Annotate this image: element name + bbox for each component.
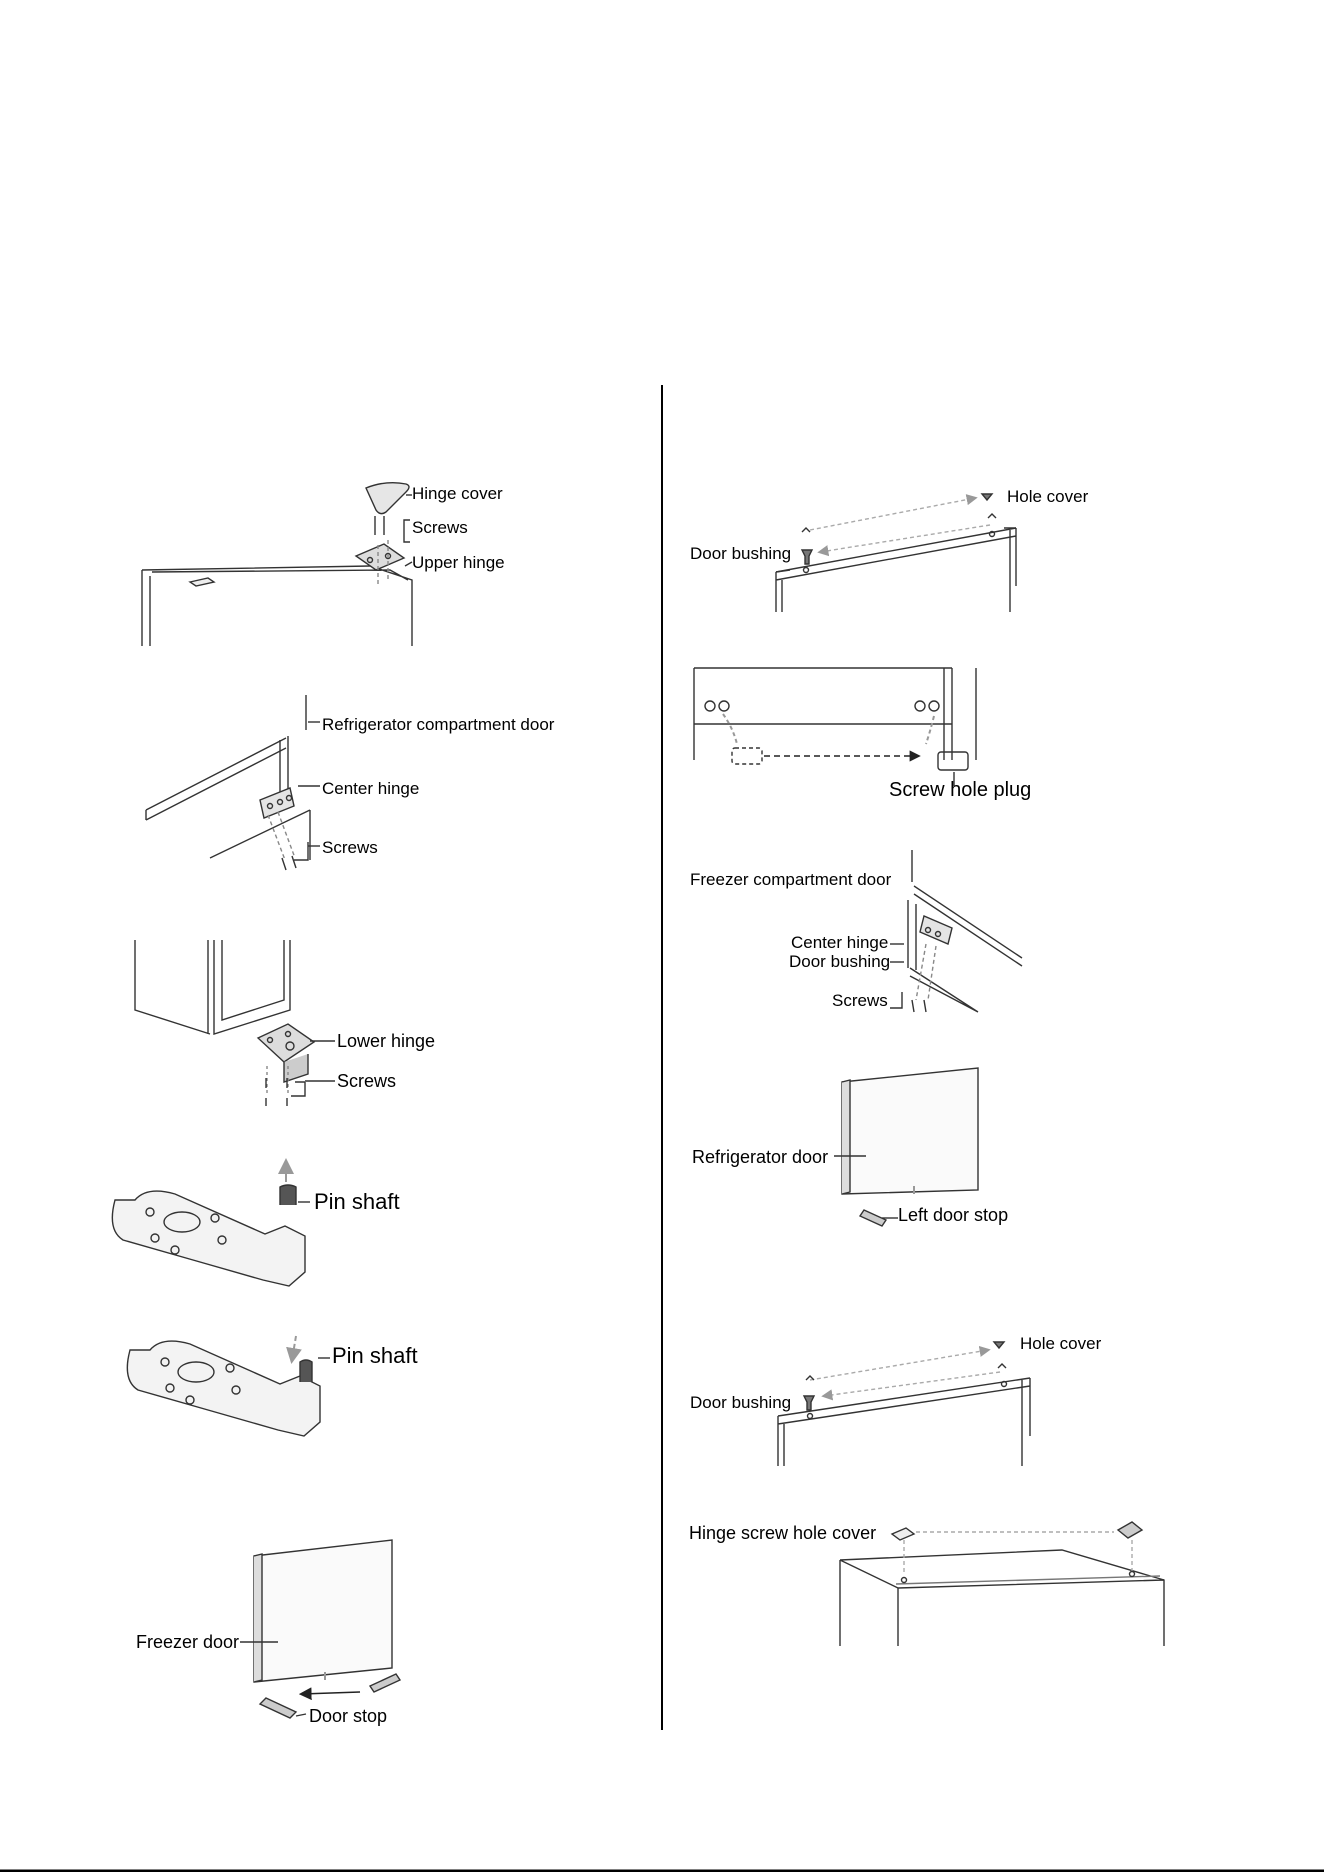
label-center-hinge: Center hinge: [791, 933, 889, 952]
label-door-bushing: Door bushing: [789, 952, 891, 971]
label-left-door-stop: Left door stop: [898, 1205, 1009, 1225]
figure-hole-cover-bottom: [777, 1341, 1031, 1466]
figure-pin-shaft-in: [126, 1335, 330, 1437]
label-freezer-door: Freezer door: [136, 1632, 240, 1652]
label-pin-shaft: Pin shaft: [332, 1343, 418, 1368]
figure-screw-hole-plug: [693, 667, 977, 786]
figure-lower-hinge: [134, 940, 335, 1106]
label-hinge-cover: Hinge cover: [412, 484, 503, 503]
label-freezer-compartment-door: Freezer compartment door: [690, 870, 892, 889]
label-screws: Screws: [832, 991, 888, 1010]
label-screw-hole-plug: Screw hole plug: [889, 779, 1032, 801]
label-pin-shaft: Pin shaft: [314, 1189, 400, 1214]
figure-hole-cover-top: [775, 493, 1017, 612]
figure-hinge-screw-hole-cover: [839, 1521, 1165, 1646]
label-upper-hinge: Upper hinge: [412, 553, 505, 572]
label-hinge-screw-hole-cover: Hinge screw hole cover: [689, 1523, 877, 1543]
label-hole-cover: Hole cover: [1020, 1334, 1102, 1353]
figure-refrigerator-door: [834, 1067, 979, 1227]
figure-pin-shaft-out: [111, 1158, 310, 1287]
label-door-bushing: Door bushing: [690, 544, 792, 563]
label-center-hinge: Center hinge: [322, 779, 420, 798]
label-door-bushing: Door bushing: [690, 1393, 792, 1412]
label-lower-hinge: Lower hinge: [337, 1031, 436, 1051]
figure-freezer-center-hinge: [890, 850, 1023, 1013]
label-hole-cover: Hole cover: [1007, 487, 1089, 506]
label-refrigerator-door: Refrigerator door: [692, 1147, 829, 1167]
label-screws: Screws: [322, 838, 378, 857]
figure-upper-hinge: [141, 481, 413, 646]
label-screws: Screws: [337, 1071, 397, 1091]
figure-freezer-door: [240, 1539, 402, 1719]
figure-center-hinge: [145, 695, 320, 871]
label-refrigerator-compartment-door: Refrigerator compartment door: [322, 715, 555, 734]
label-screws: Screws: [412, 518, 468, 537]
label-door-stop: Door stop: [309, 1706, 388, 1726]
